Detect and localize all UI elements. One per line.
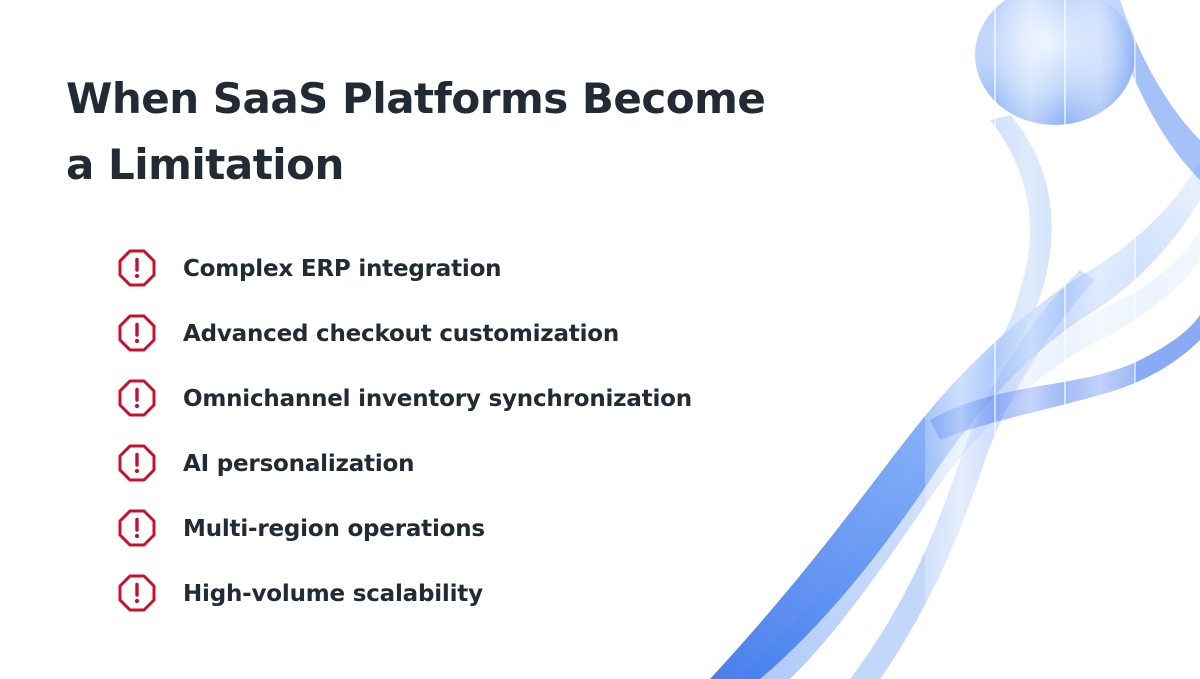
decorative-glass-ribbon — [710, 0, 1200, 679]
list-item-label: Omnichannel inventory synchronization — [183, 386, 692, 412]
alert-octagon-icon — [118, 314, 156, 352]
list-item-label: High-volume scalability — [183, 581, 483, 607]
alert-octagon-icon — [118, 379, 156, 417]
page-title: When SaaS Platforms Become a Limitation — [66, 74, 766, 189]
list-item-label: Multi-region operations — [183, 516, 485, 542]
alert-octagon-icon — [118, 574, 156, 612]
alert-octagon-icon — [118, 509, 156, 547]
limitations-list: Complex ERP integration Advanced checkou… — [117, 248, 692, 638]
list-item: Omnichannel inventory synchronization — [117, 378, 692, 443]
alert-octagon-icon — [118, 444, 156, 482]
list-item: AI personalization — [117, 443, 692, 508]
alert-octagon-icon — [118, 249, 156, 287]
list-item: Advanced checkout customization — [117, 313, 692, 378]
list-item: High-volume scalability — [117, 573, 692, 638]
list-item-label: Complex ERP integration — [183, 256, 502, 282]
list-item: Multi-region operations — [117, 508, 692, 573]
list-item-label: Advanced checkout customization — [183, 321, 620, 347]
list-item: Complex ERP integration — [117, 248, 692, 313]
list-item-label: AI personalization — [183, 451, 415, 477]
